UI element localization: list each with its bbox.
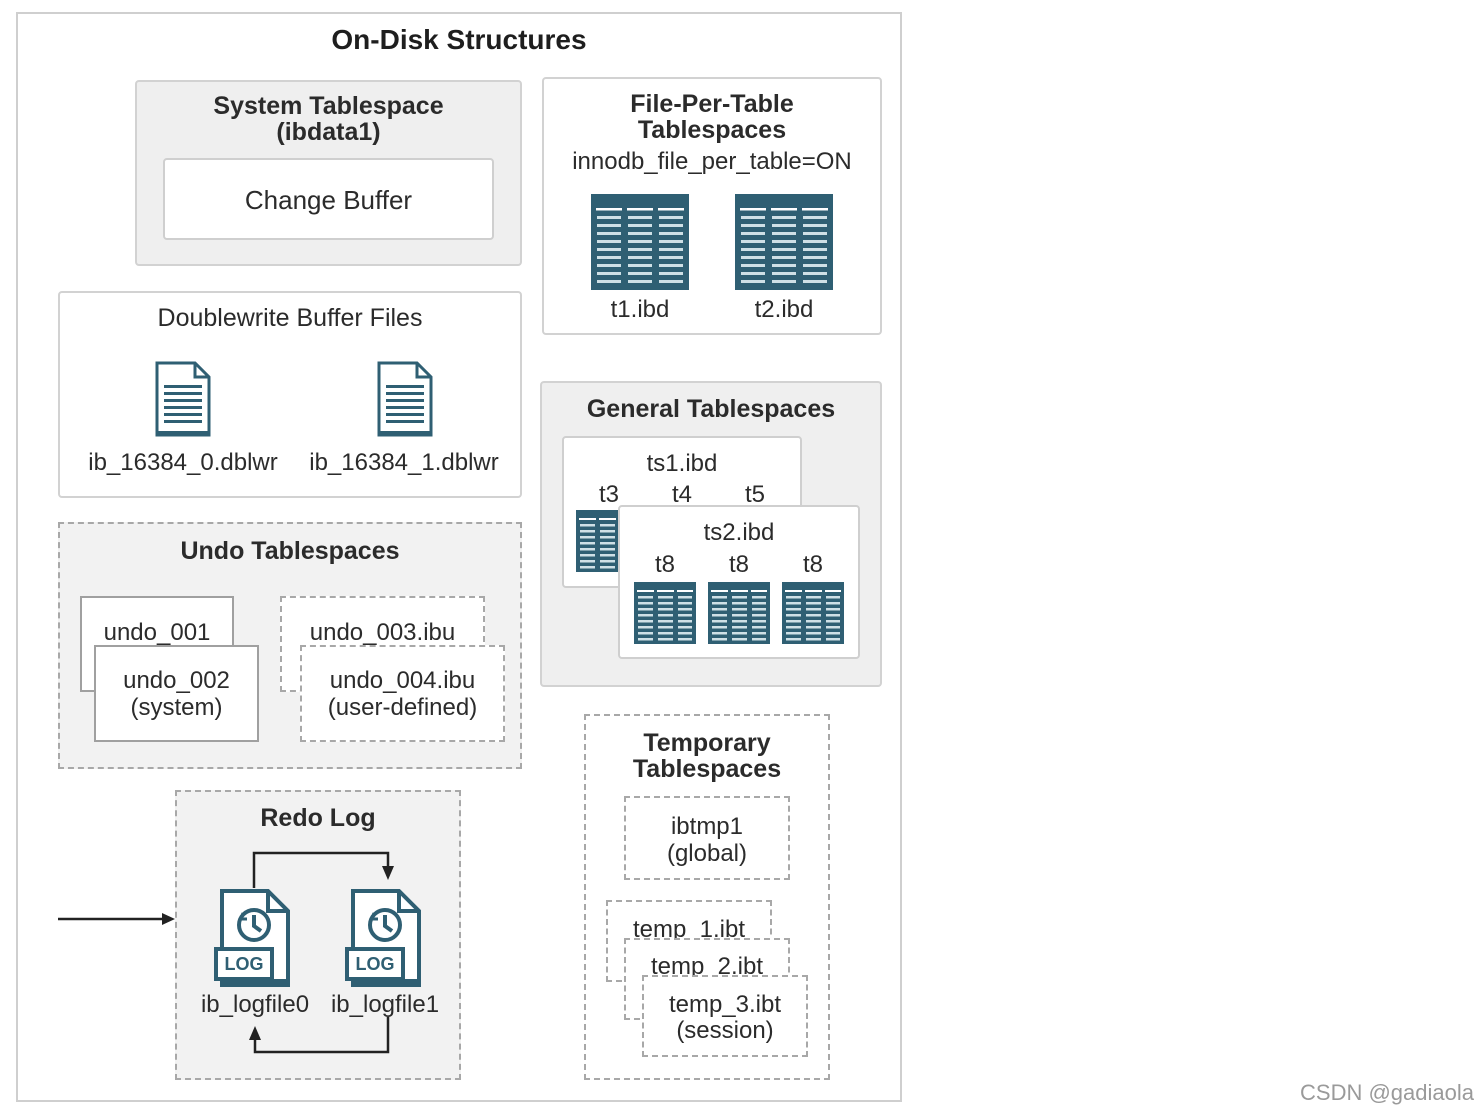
ibtmp1-box bbox=[624, 796, 790, 880]
ts2-label: ts2.ibd bbox=[703, 519, 775, 546]
undo-002-sublabel: (system) bbox=[130, 694, 223, 721]
ts1-table-t3: t3 bbox=[598, 481, 619, 508]
doublewrite-title: Doublewrite Buffer Files bbox=[157, 304, 423, 332]
ts2-table-t8: t8 bbox=[802, 551, 823, 578]
t2-file-label: t2.ibd bbox=[754, 296, 814, 323]
watermark: CSDN @gadiaola bbox=[1300, 1080, 1474, 1105]
undo-001-label: undo_001 bbox=[103, 619, 211, 646]
undo-002-label: undo_002 bbox=[123, 667, 230, 694]
file-per-table-title-line2: Tablespaces bbox=[637, 116, 787, 144]
ts2-table-t8: t8 bbox=[728, 551, 749, 578]
log-icon-label: LOG bbox=[224, 954, 264, 974]
log-icon-label: LOG bbox=[355, 954, 395, 974]
change-buffer-box bbox=[163, 158, 494, 240]
logfile1-label: ib_logfile1 bbox=[330, 991, 440, 1018]
ts2-table-t8: t8 bbox=[654, 551, 675, 578]
logfile0-label: ib_logfile0 bbox=[200, 991, 310, 1018]
diagram-title: On-Disk Structures bbox=[331, 24, 587, 55]
t1-file-label: t1.ibd bbox=[610, 296, 670, 323]
redo-log-title: Redo Log bbox=[260, 804, 376, 832]
temporary-tablespaces-title-line2: Tablespaces bbox=[632, 755, 782, 783]
doublewrite-panel bbox=[58, 291, 522, 498]
system-tablespace-subtitle: (ibdata1) bbox=[276, 118, 381, 146]
file-per-table-setting: innodb_file_per_table=ON bbox=[572, 148, 852, 175]
ts1-table-t5: t5 bbox=[744, 481, 765, 508]
doublewrite-file-0: ib_16384_0.dblwr bbox=[88, 449, 278, 476]
undo-002-box bbox=[94, 645, 259, 742]
undo-004-box bbox=[300, 645, 505, 742]
file-per-table-title-line1: File-Per-Table bbox=[630, 90, 794, 118]
ibtmp1-sublabel: (global) bbox=[666, 840, 748, 867]
system-tablespace-title: System Tablespace bbox=[213, 92, 444, 120]
undo-003-label: undo_003.ibu bbox=[309, 619, 456, 646]
temp-3-sublabel: (session) bbox=[676, 1017, 774, 1044]
ts1-label: ts1.ibd bbox=[646, 450, 718, 477]
temp-3-label: temp_3.ibt bbox=[668, 991, 782, 1018]
temporary-tablespaces-title-line1: Temporary bbox=[643, 729, 771, 757]
general-tablespaces-title: General Tablespaces bbox=[586, 395, 836, 423]
doublewrite-file-1: ib_16384_1.dblwr bbox=[309, 449, 499, 476]
ts1-table-t4: t4 bbox=[671, 481, 692, 508]
undo-004-label: undo_004.ibu bbox=[329, 667, 476, 694]
undo-tablespaces-title: Undo Tablespaces bbox=[180, 537, 400, 565]
temp-3-box bbox=[642, 975, 808, 1057]
undo-004-sublabel: (user-defined) bbox=[327, 694, 478, 721]
change-buffer-label: Change Buffer bbox=[244, 185, 413, 215]
ibtmp1-label: ibtmp1 bbox=[670, 813, 744, 840]
